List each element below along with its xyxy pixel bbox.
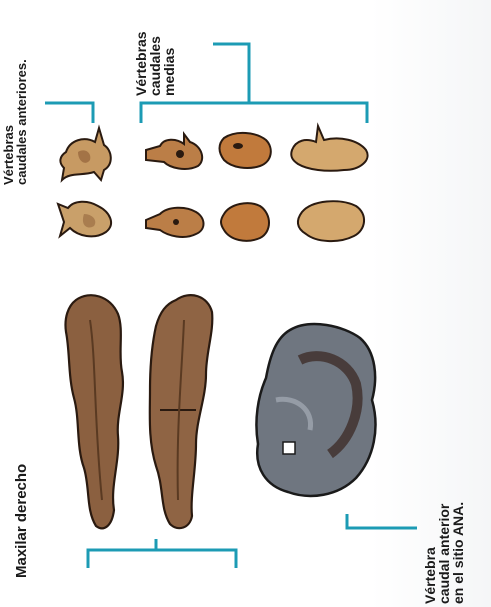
maxilar-derecho	[150, 295, 213, 528]
label-caudal-media-line3: medias	[162, 31, 176, 96]
roca-vertebra-sitio	[256, 324, 375, 496]
label-vertebra-sitio-line1: Vértebra	[423, 502, 437, 604]
bracket-caudal-anterior	[45, 103, 93, 123]
vertebra-media-2	[220, 133, 271, 168]
vertebra-media-4	[146, 208, 204, 237]
bracket-maxilar	[88, 550, 236, 568]
bracket-vertebra-sitio	[347, 514, 417, 528]
label-vertebra-sitio-line3: en el sitio ANA.	[451, 502, 465, 604]
label-caudal-media-line1: Vértebras	[134, 31, 148, 96]
label-vertebra-sitio: Vértebra caudal anterior en el sitio ANA…	[423, 502, 465, 604]
label-caudal-anterior-line2: caudales anteriores.	[15, 59, 28, 185]
maxilar-izquierdo	[65, 295, 122, 528]
vertebra-media-1	[146, 134, 202, 169]
vertebra-media-5	[221, 203, 269, 241]
label-maxilar-line1: Maxilar derecho	[14, 464, 29, 578]
label-caudal-anterior: Vértebras caudales anteriores.	[2, 59, 28, 185]
vertebra-anterior-2	[58, 202, 111, 237]
bracket-caudal-media	[141, 103, 367, 123]
label-caudal-media: Vértebras caudales medias	[134, 31, 176, 96]
vertebra-media-3	[291, 126, 367, 171]
label-caudal-media-line2: caudales	[148, 31, 162, 96]
label-maxilar: Maxilar derecho	[14, 464, 29, 578]
bracket-caudal-media-stem	[213, 44, 249, 103]
label-vertebra-sitio-line2: caudal anterior	[437, 502, 451, 604]
vertebra-media-6	[298, 201, 364, 241]
vertebra-anterior-1	[60, 128, 110, 180]
